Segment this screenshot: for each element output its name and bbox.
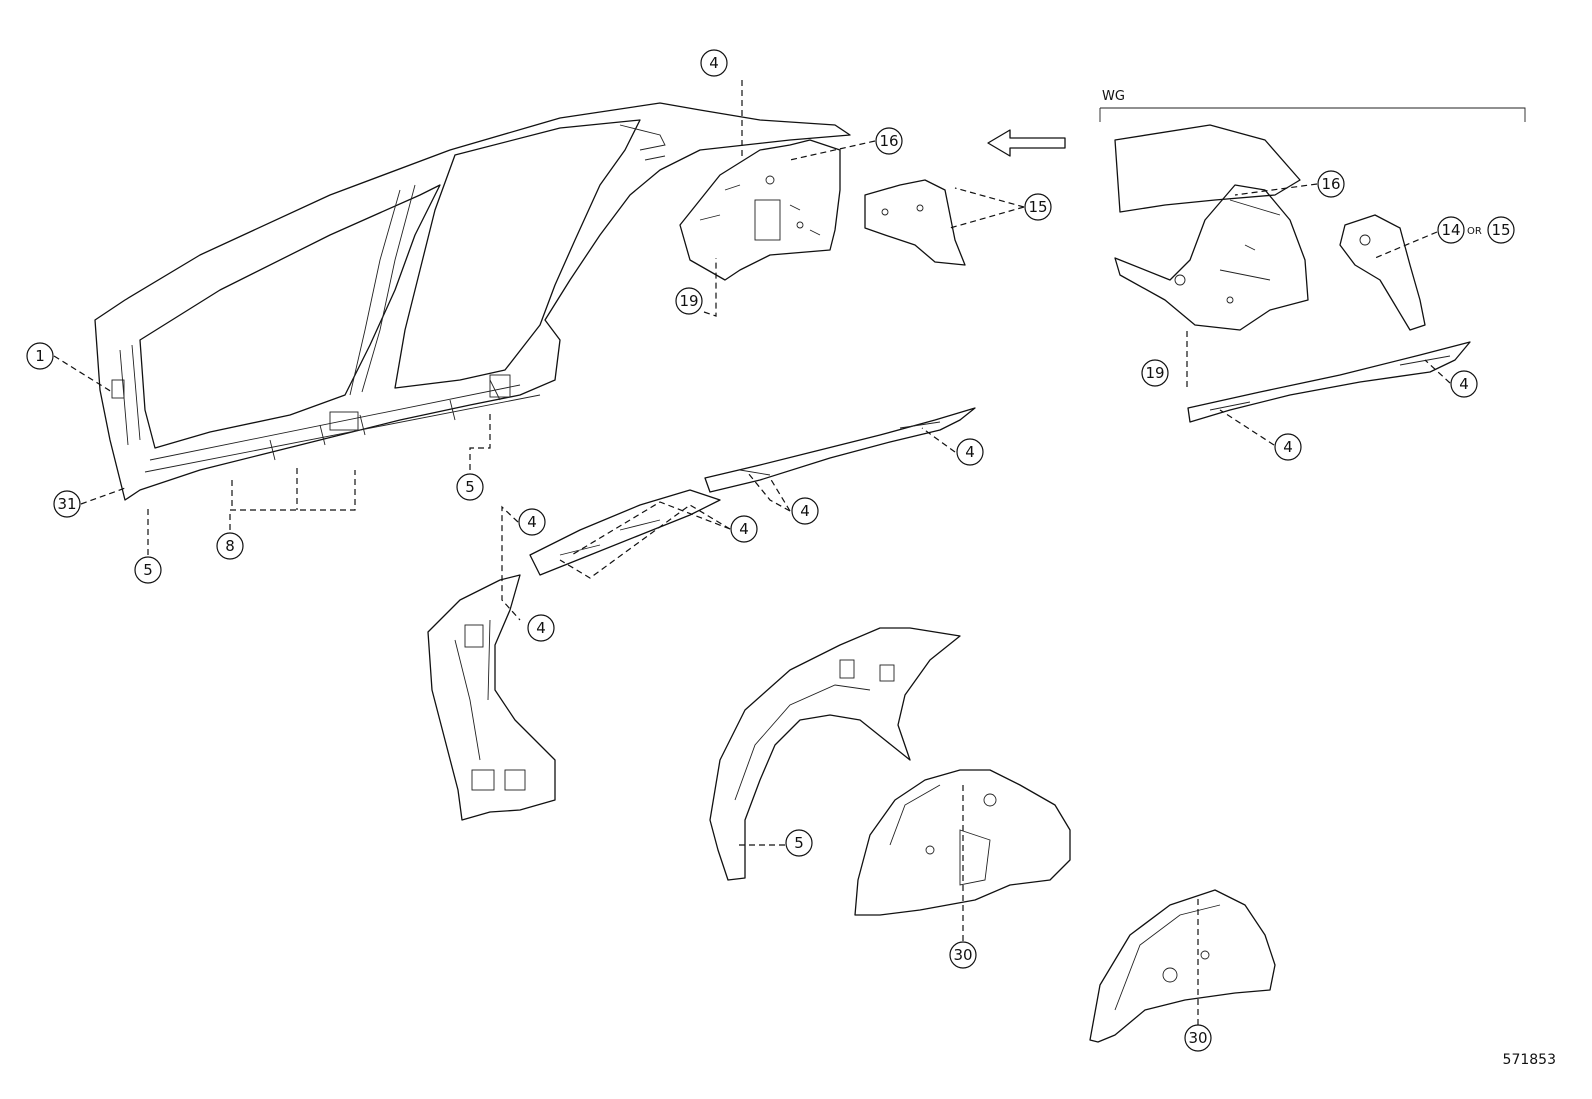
svg-text:15: 15: [1491, 221, 1510, 239]
callout-30: 30: [1184, 1024, 1212, 1052]
quarter-inner-panel: [679, 139, 841, 281]
wg-bracket: [1339, 214, 1426, 331]
svg-text:4: 4: [536, 619, 546, 637]
svg-text:4: 4: [1283, 438, 1293, 456]
svg-text:5: 5: [465, 478, 475, 496]
svg-text:4: 4: [709, 54, 719, 72]
svg-text:14: 14: [1441, 221, 1460, 239]
callout-16: 16: [1317, 170, 1345, 198]
wg-quarter-inner-panel: [1114, 124, 1309, 331]
callout-19: 19: [675, 287, 703, 315]
svg-text:4: 4: [800, 502, 810, 520]
callout-4: 4: [1450, 370, 1478, 398]
callout-4: 4: [791, 497, 819, 525]
front-pillar-reinforcement: [529, 489, 721, 576]
svg-text:16: 16: [1321, 175, 1340, 193]
callout-31: 31: [53, 490, 81, 518]
callout-4: 4: [527, 614, 555, 642]
bracket-15: [864, 179, 966, 266]
direction-arrow: [987, 129, 1066, 157]
svg-text:8: 8: [225, 537, 235, 555]
body-side-outer-panel: [94, 102, 851, 501]
svg-text:16: 16: [879, 132, 898, 150]
callout-8: 8: [216, 532, 244, 560]
wg-label: WG: [1102, 89, 1125, 104]
callout-15: 15: [1487, 216, 1515, 244]
or-label: OR: [1467, 226, 1482, 237]
callout-19: 19: [1141, 359, 1169, 387]
wheel-house-outer: [709, 627, 961, 881]
wg-roof-rail: [1187, 341, 1471, 423]
svg-text:19: 19: [679, 292, 698, 310]
figure-number: 571853: [1503, 1052, 1556, 1068]
svg-text:5: 5: [794, 834, 804, 852]
svg-text:5: 5: [143, 561, 153, 579]
leader-lines: [53, 80, 1451, 1025]
svg-text:30: 30: [953, 946, 972, 964]
callout-5: 5: [785, 829, 813, 857]
callout-4: 4: [518, 508, 546, 536]
svg-text:1: 1: [35, 347, 45, 365]
svg-text:4: 4: [527, 513, 537, 531]
callout-5: 5: [134, 556, 162, 584]
callout-14: 14: [1437, 216, 1465, 244]
callout-1: 1: [26, 342, 54, 370]
svg-text:4: 4: [965, 443, 975, 461]
svg-text:15: 15: [1028, 198, 1047, 216]
svg-text:4: 4: [739, 520, 749, 538]
callout-15: 15: [1024, 193, 1052, 221]
svg-text:19: 19: [1145, 364, 1164, 382]
wg-variant-bracket: WG: [1099, 89, 1526, 122]
callout-30: 30: [949, 941, 977, 969]
callout-5: 5: [456, 473, 484, 501]
callout-4: 4: [730, 515, 758, 543]
front-pillar-inner: [427, 574, 556, 821]
svg-text:4: 4: [1459, 375, 1469, 393]
svg-text:30: 30: [1188, 1029, 1207, 1047]
wheel-house-inner: [854, 769, 1071, 916]
wg-wheel-house-inner: [1089, 889, 1276, 1043]
callout-4: 4: [700, 49, 728, 77]
roof-rail-reinforcement: [704, 407, 976, 493]
svg-text:31: 31: [57, 495, 76, 513]
callout-16: 16: [875, 127, 903, 155]
callout-4: 4: [956, 438, 984, 466]
callout-4: 4: [1274, 433, 1302, 461]
